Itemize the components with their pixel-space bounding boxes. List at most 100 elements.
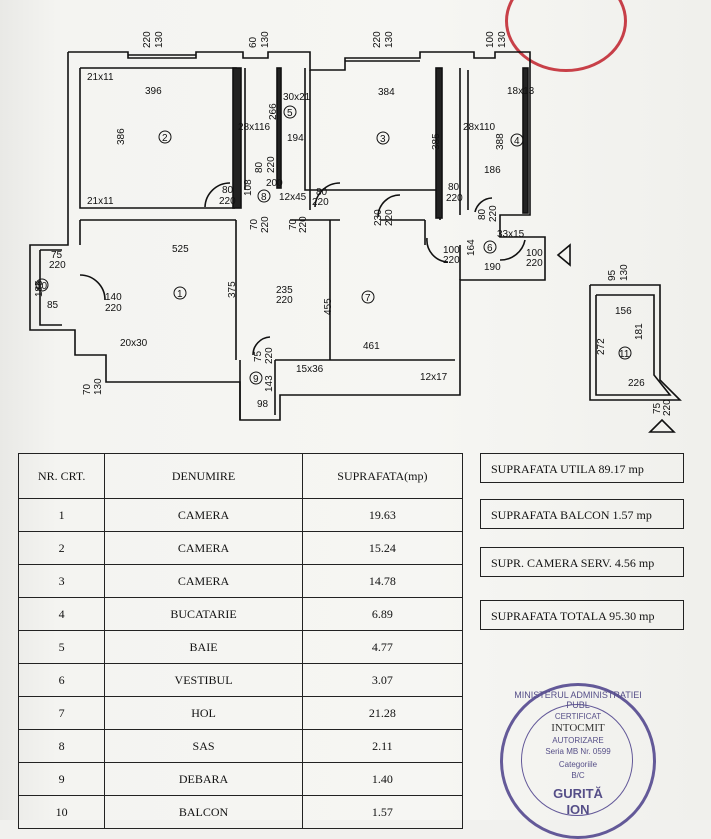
- stamp-line: Categoriile: [558, 760, 598, 769]
- dim-label: 220: [266, 156, 277, 173]
- dim-label: 80: [448, 182, 460, 193]
- cell-denumire: SAS: [104, 729, 303, 763]
- dim-label: 220: [488, 205, 499, 222]
- stamp-line: Seria MB Nr. 0599: [545, 747, 611, 756]
- dim-label: 386: [116, 128, 127, 145]
- dim-label: 220: [105, 303, 122, 314]
- dim-label: 220: [446, 193, 463, 204]
- dim-label: 190: [484, 262, 501, 273]
- cell-nr: 4: [17, 597, 106, 631]
- cell-denumire: BUCATARIE: [104, 597, 303, 631]
- dim-label: 220: [49, 260, 66, 271]
- room-number: 1: [177, 289, 183, 300]
- dim-label: 80: [316, 187, 328, 198]
- dim-label: 70: [82, 383, 93, 395]
- dim-label: 266: [268, 103, 279, 120]
- room-number: 11: [619, 349, 630, 360]
- dim-label: 396: [145, 86, 162, 97]
- dim-label: 525: [172, 244, 189, 255]
- room-number: 10: [36, 281, 48, 292]
- dim-label: 220: [264, 347, 275, 364]
- dim-label: 130: [497, 31, 508, 48]
- dim-label: 130: [93, 378, 104, 395]
- summary-balcon: SUPRAFATA BALCON 1.57 mp: [480, 499, 684, 529]
- cell-suprafata: 4.77: [301, 630, 464, 664]
- room-number: 5: [287, 108, 293, 119]
- dim-label: 220: [298, 216, 309, 233]
- dim-label: 220: [219, 196, 236, 207]
- cell-denumire: HOL: [104, 696, 303, 730]
- dim-label: 130: [619, 264, 630, 281]
- dim-label: 185: [34, 280, 45, 297]
- summary-totala: SUPRAFATA TOTALA 95.30 mp: [480, 600, 684, 630]
- dim-label: 75: [253, 350, 264, 362]
- dim-label: 12x45: [279, 192, 307, 203]
- cell-denumire: CAMERA: [104, 498, 303, 532]
- dim-label: 18x13: [507, 86, 535, 97]
- cell-suprafata: 2.11: [301, 729, 464, 763]
- dim-label: 220: [526, 258, 543, 269]
- cell-denumire: CAMERA: [104, 531, 303, 565]
- cell-denumire: CAMERA: [104, 564, 303, 598]
- stamp-ring: MINISTERUL ADMINISTRATIEI PUBL: [514, 690, 642, 710]
- dim-label: 100: [526, 248, 543, 259]
- cell-denumire: BAIE: [104, 630, 303, 664]
- summary-util: SUPRAFATA UTILA 89.17 mp: [480, 453, 684, 483]
- dim-label: 220: [384, 209, 395, 226]
- cell-suprafata: 21.28: [301, 696, 464, 730]
- stamp-line: B/C: [571, 771, 585, 780]
- dim-label: 80: [477, 208, 488, 220]
- cell-nr: 5: [17, 630, 106, 664]
- room-number: 6: [487, 243, 493, 254]
- dim-label: 28x110: [463, 122, 496, 133]
- dim-label: 140: [105, 292, 122, 303]
- cell-nr: 10: [17, 795, 106, 829]
- dim-label: 272: [596, 338, 607, 355]
- dim-label: 15x36: [296, 364, 324, 375]
- dim-label: 220: [142, 31, 153, 48]
- room-number: 2: [162, 133, 168, 144]
- cell-nr: 1: [17, 498, 106, 532]
- dim-label: 100: [443, 245, 460, 256]
- header-denumire: DENUMIRE: [104, 453, 303, 499]
- dim-label: 98: [257, 399, 269, 410]
- dim-label: 95: [607, 269, 618, 281]
- cell-denumire: VESTIBUL: [104, 663, 303, 697]
- dim-label: 181: [634, 323, 645, 340]
- room-number-markers: 2 5 3 4 8 6 1 7 9 10 11: [35, 105, 632, 385]
- cell-denumire: DEBARA: [104, 762, 303, 796]
- dim-label: 70: [288, 218, 299, 230]
- cell-nr: 3: [17, 564, 106, 598]
- dim-label: 226: [628, 378, 645, 389]
- cell-suprafata: 14.78: [301, 564, 464, 598]
- dim-label: 164: [466, 239, 477, 256]
- blue-stamp: MINISTERUL ADMINISTRATIEI PUBL CERTIFICA…: [500, 683, 656, 839]
- dim-label: 12x17: [420, 372, 448, 383]
- dim-label: 21x11: [87, 196, 114, 207]
- dim-label: 75: [51, 250, 63, 261]
- cell-nr: 9: [17, 762, 106, 796]
- room-number: 4: [514, 136, 520, 147]
- dim-label: 33x15: [497, 229, 525, 240]
- dim-label: 220: [443, 255, 460, 266]
- floor-plan: 2 5 3 4 8 6 1 7 9 10 11 220 130 60 130 2…: [29, 31, 682, 433]
- stamp-line: AUTORIZARE: [552, 736, 604, 745]
- dim-label: 220: [276, 295, 293, 306]
- cell-suprafata: 1.57: [301, 795, 464, 829]
- dim-label: 80: [222, 185, 234, 196]
- table-header-row: NR. CRT. DENUMIRE SUPRAFATA(mp): [17, 453, 464, 499]
- dim-label: 455: [323, 298, 334, 315]
- dim-label: 200: [266, 178, 283, 189]
- header-nr: NR. CRT.: [17, 453, 106, 499]
- dim-label: 461: [363, 341, 380, 352]
- cell-nr: 8: [17, 729, 106, 763]
- dim-label: 21x11: [87, 72, 114, 83]
- cell-suprafata: 3.07: [301, 663, 464, 697]
